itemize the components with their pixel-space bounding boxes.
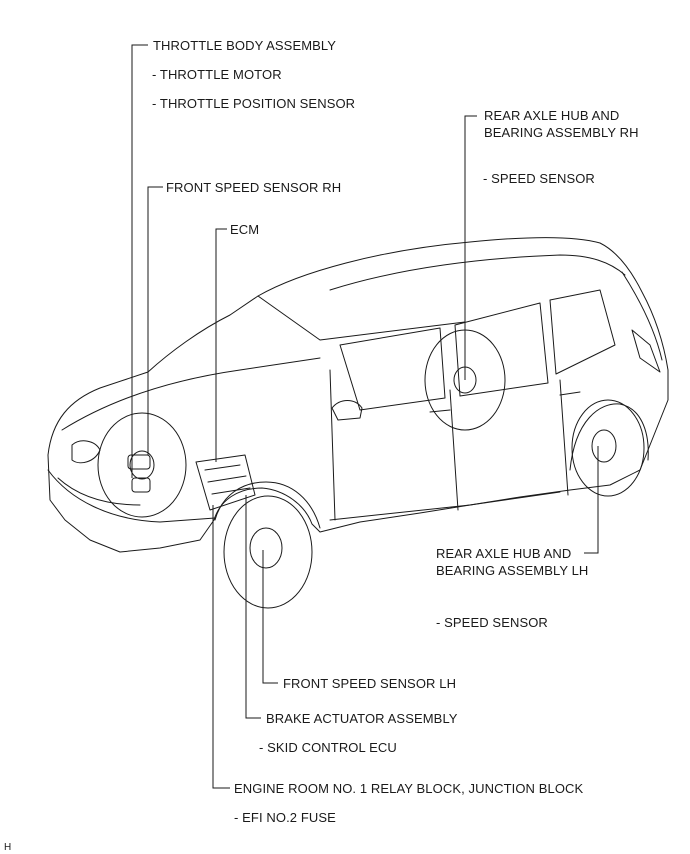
side-window-front xyxy=(339,327,446,411)
rear-wheel-lh xyxy=(571,399,645,497)
leader-ecm xyxy=(215,228,227,462)
side-mirror xyxy=(331,400,363,421)
ecm-detail xyxy=(204,464,251,495)
skid-control-ecu-label: - SKID CONTROL ECU xyxy=(259,740,397,755)
leader-rear-hub-rh xyxy=(464,115,477,380)
rear-lamp xyxy=(631,329,661,373)
rear-hub-lh-label-line2: BEARING ASSEMBLY LH xyxy=(436,563,589,578)
efi-fuse-label: - EFI NO.2 FUSE xyxy=(234,810,336,825)
quarter-window xyxy=(549,289,616,375)
front-wheel-arch xyxy=(214,481,321,529)
roof-line xyxy=(329,254,626,291)
rear-hatch xyxy=(621,271,663,361)
front-wheel-rh xyxy=(97,412,187,518)
front-wheel-rh-hub xyxy=(129,450,155,480)
rear-wheel-arch xyxy=(569,403,649,471)
engine-room-relay-block-label: ENGINE ROOM NO. 1 RELAY BLOCK, JUNCTION … xyxy=(234,781,584,796)
hood-line xyxy=(61,357,321,431)
front-speed-sensor-lh-label: FRONT SPEED SENSOR LH xyxy=(283,676,457,691)
ecm-part xyxy=(195,454,256,511)
car-body-outline xyxy=(47,237,669,553)
throttle-body-label: THROTTLE BODY ASSEMBLY xyxy=(153,38,337,53)
headlamp xyxy=(71,440,101,464)
ecm-label: ECM xyxy=(230,222,260,237)
grille xyxy=(57,477,141,506)
door-line-mid xyxy=(449,389,459,511)
front-speed-sensor-rh-label: FRONT SPEED SENSOR RH xyxy=(166,180,342,195)
rear-hub-lh-label-line1: REAR AXLE HUB AND xyxy=(436,546,572,561)
side-sill xyxy=(329,491,561,521)
rear-hub-rh-label-line2: BEARING ASSEMBLY RH xyxy=(484,125,639,140)
rear-hub-rh-speed-sensor-label: - SPEED SENSOR xyxy=(483,171,595,186)
leader-rear-hub-lh xyxy=(584,446,599,554)
rear-wheel-lh-hub xyxy=(591,429,617,463)
windshield xyxy=(257,295,466,341)
door-line-rear xyxy=(559,379,569,496)
leader-front-speed-lh xyxy=(262,550,278,684)
front-wheel-lh-hub xyxy=(249,527,283,569)
rear-hub-rh-label-line1: REAR AXLE HUB AND xyxy=(484,108,620,123)
side-window-rear xyxy=(454,302,549,397)
door-line-front xyxy=(329,369,336,521)
leader-engine-room xyxy=(212,505,230,789)
brake-actuator-label: BRAKE ACTUATOR ASSEMBLY xyxy=(266,711,458,726)
leader-front-speed-rh xyxy=(147,186,163,455)
front-sensor-rh-part xyxy=(127,454,151,470)
front-bumper xyxy=(47,469,216,523)
leader-brake-actuator xyxy=(245,495,261,719)
door-handle-rear xyxy=(559,391,581,396)
figure-id-label: H xyxy=(4,842,12,853)
rear-hub-lh-speed-sensor-label: - SPEED SENSOR xyxy=(436,615,548,630)
throttle-position-sensor-label: - THROTTLE POSITION SENSOR xyxy=(152,96,356,111)
throttle-body-part xyxy=(131,477,151,493)
leader-throttle-body xyxy=(131,44,148,478)
throttle-motor-label: - THROTTLE MOTOR xyxy=(152,67,282,82)
door-handle-front xyxy=(429,409,451,413)
front-wheel-lh xyxy=(223,495,313,609)
